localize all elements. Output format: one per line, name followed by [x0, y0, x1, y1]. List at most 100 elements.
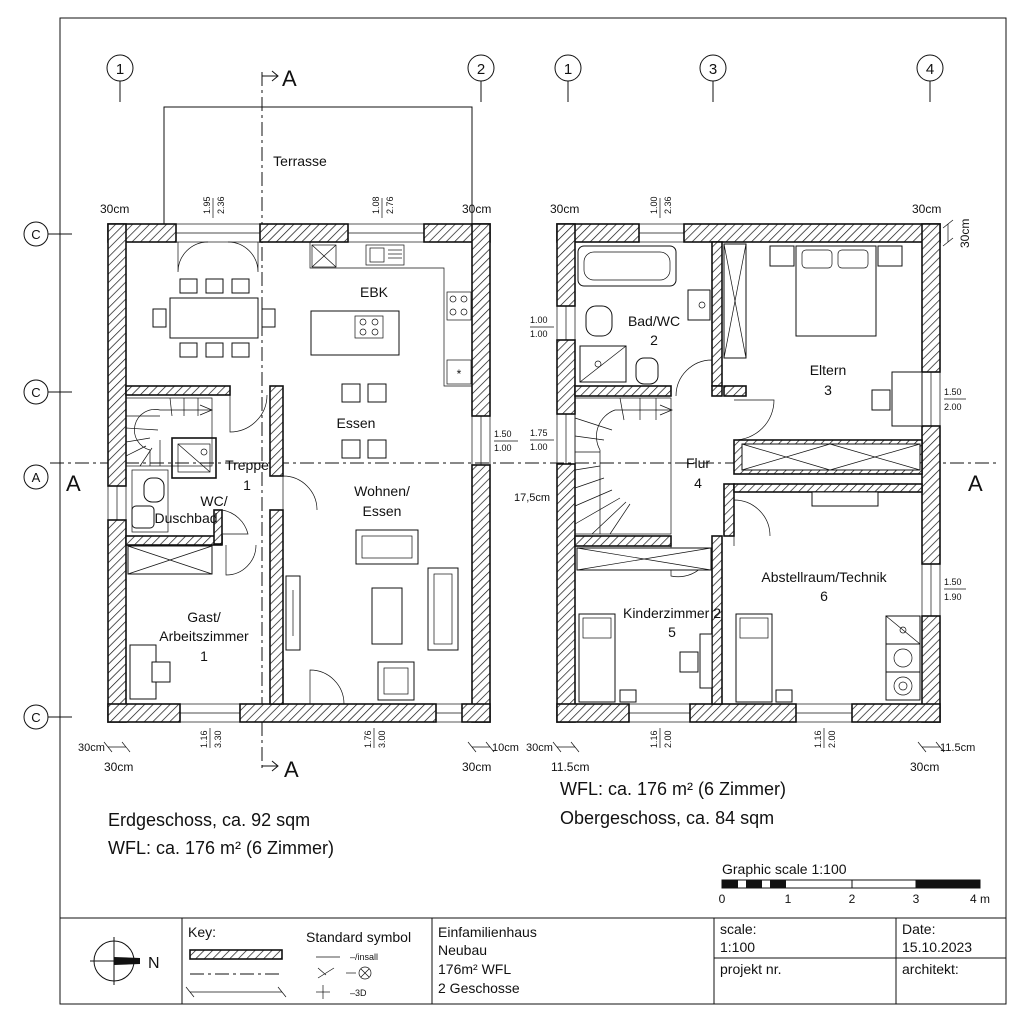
dim-label: 30cm [462, 760, 491, 774]
symbol-install: –/insall [350, 952, 378, 962]
svg-text:1.76: 1.76 [363, 730, 373, 748]
section-lines: A A A A [50, 66, 1000, 782]
dim-label: 30cm [78, 742, 105, 754]
room-label-bad: Bad/WC [628, 313, 680, 329]
section-label: A [66, 471, 81, 496]
dim-label: 1.50 [944, 387, 962, 397]
projekt-nr-label: projekt nr. [720, 961, 781, 977]
dim-label: 30cm [462, 202, 491, 216]
room-label-eltern: Eltern [810, 362, 847, 378]
sheet-border [59, 17, 1007, 1005]
light-outlet-icon [346, 966, 372, 980]
svg-text:2.00: 2.00 [827, 730, 837, 748]
project-title: Einfamilienhaus [438, 924, 537, 940]
room-label-wohnen: Essen [363, 503, 402, 519]
terrace-outline [163, 106, 473, 224]
scale-title: Graphic scale 1:100 [722, 861, 847, 877]
dim-label: 10cm [492, 742, 519, 754]
svg-text:1.95: 1.95 [202, 196, 212, 214]
upper-stair [574, 397, 673, 535]
svg-text:*: * [457, 367, 462, 381]
svg-text:3.00: 3.00 [377, 730, 387, 748]
dim-label: 1.50 [494, 429, 512, 439]
room-label-eltern: 3 [824, 382, 832, 398]
svg-text:2.36: 2.36 [216, 196, 226, 214]
key-label: Key: [188, 924, 216, 940]
dim-label: 1.75 [530, 428, 548, 438]
svg-text:1.16: 1.16 [199, 730, 209, 748]
kids-furniture [576, 547, 713, 703]
room-label-abstell: 6 [820, 588, 828, 604]
kitchen-ebk: * [309, 242, 472, 387]
title-block: N Key: Standard symbol –/insall –3D Einf… [60, 917, 1006, 1004]
dim-window-top-right: 1.08 2.76 [371, 196, 395, 218]
parents-furniture [723, 243, 923, 427]
dim-window-bottom-left: 1.16 2.00 [649, 728, 673, 748]
graphic-scale: Graphic scale 1:100 0 1 2 3 4 m [719, 861, 990, 906]
dim-window-top: 1.00 2.36 [649, 196, 673, 218]
axis-label: 1 [564, 61, 572, 78]
ground-stair [125, 397, 213, 467]
project-area: 176m² WFL [438, 961, 511, 977]
date-value: 15.10.2023 [902, 939, 972, 955]
axis-label: C [31, 710, 40, 725]
svg-text:1.16: 1.16 [649, 730, 659, 748]
room-label-gast: Gast/ [187, 609, 221, 625]
axis-label: 4 [926, 61, 934, 78]
axis-label: A [32, 470, 41, 485]
dim-window-bottom-right: 1.16 2.00 [813, 728, 837, 748]
storage-furniture [735, 491, 921, 703]
section-label: A [282, 66, 297, 91]
wc-fixtures [131, 469, 169, 533]
dim-label: 1.90 [944, 592, 962, 602]
plus-icon [316, 985, 330, 999]
svg-text:1.16: 1.16 [813, 730, 823, 748]
dim-label: 1.00 [530, 315, 548, 325]
section-label: A [284, 757, 299, 782]
living-furniture [285, 529, 459, 701]
scale-tick: 3 [913, 892, 920, 906]
scale-tick: 1 [785, 892, 792, 906]
dim-label: 1.50 [944, 577, 962, 587]
room-label-gast: Arbeitszimmer [159, 628, 249, 644]
axis-label: C [31, 385, 40, 400]
svg-text:2.36: 2.36 [663, 196, 673, 214]
dim-label: 30cm [912, 202, 941, 216]
upper-floor-plan: Bad/WC 2 Eltern 3 Flur 4 [514, 196, 975, 828]
ground-floor-plan: Terrasse [78, 106, 519, 858]
room-label-wohnen: Wohnen/ [354, 483, 410, 499]
dim-window-top-left: 1.95 2.36 [202, 196, 226, 218]
project-subtitle: Neubau [438, 942, 487, 958]
switch-icon [317, 967, 335, 979]
svg-text:3.30: 3.30 [213, 730, 223, 748]
room-label-essen: Essen [337, 415, 376, 431]
dim-label: 11.5cm [940, 742, 975, 754]
dim-label: 30cm [910, 760, 939, 774]
svg-text:1.00: 1.00 [649, 196, 659, 214]
room-label-kinder: Kinderzimmer 2 [623, 605, 721, 621]
room-label-treppe: Treppe [225, 457, 269, 473]
dim-label: 11.5cm [551, 760, 589, 774]
scale-tick: 2 [849, 892, 856, 906]
axis-label: 1 [116, 61, 124, 78]
dim-window-bottom-right: 1.76 3.00 [363, 728, 387, 748]
dim-label: 30cm [526, 742, 553, 754]
dim-label: 1.00 [530, 329, 548, 339]
dining-table [152, 278, 276, 358]
scale-value: 1:100 [720, 939, 755, 955]
dim-label: 30cm [100, 202, 129, 216]
ground-floor-caption: Erdgeschoss, ca. 92 sqm [108, 810, 310, 830]
date-label: Date: [902, 921, 935, 937]
guest-furniture [127, 545, 213, 700]
axis-label: 2 [477, 61, 485, 78]
scale-tick: 0 [719, 892, 726, 906]
north-label: N [148, 955, 160, 972]
axis-label: C [31, 227, 40, 242]
dim-label: 17,5cm [514, 492, 550, 504]
scale-label: scale: [720, 921, 757, 937]
dim-label: 30cm [958, 219, 972, 248]
room-label-ebk: EBK [360, 284, 389, 300]
room-label-kinder: 5 [668, 624, 676, 640]
dim-label: 1.00 [530, 442, 548, 452]
